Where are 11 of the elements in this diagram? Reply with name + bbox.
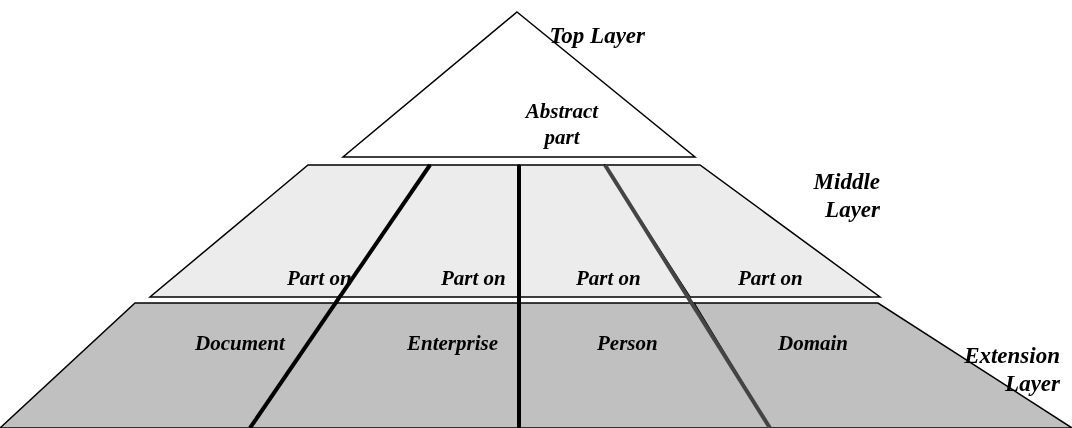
section-label: Person xyxy=(597,330,658,356)
section-label: Part on xyxy=(441,265,506,291)
section-label: Domain xyxy=(778,330,848,356)
section-label: Part on xyxy=(576,265,641,291)
section-label: Enterprise xyxy=(407,330,498,356)
section-label: Part on xyxy=(738,265,803,291)
layer-label: Middle Layer xyxy=(812,168,880,224)
section-label: Abstract part xyxy=(523,98,600,150)
layer-label: Top Layer xyxy=(548,22,645,50)
section-label: Document xyxy=(195,330,285,356)
layer-label: Extension Layer xyxy=(963,342,1060,398)
